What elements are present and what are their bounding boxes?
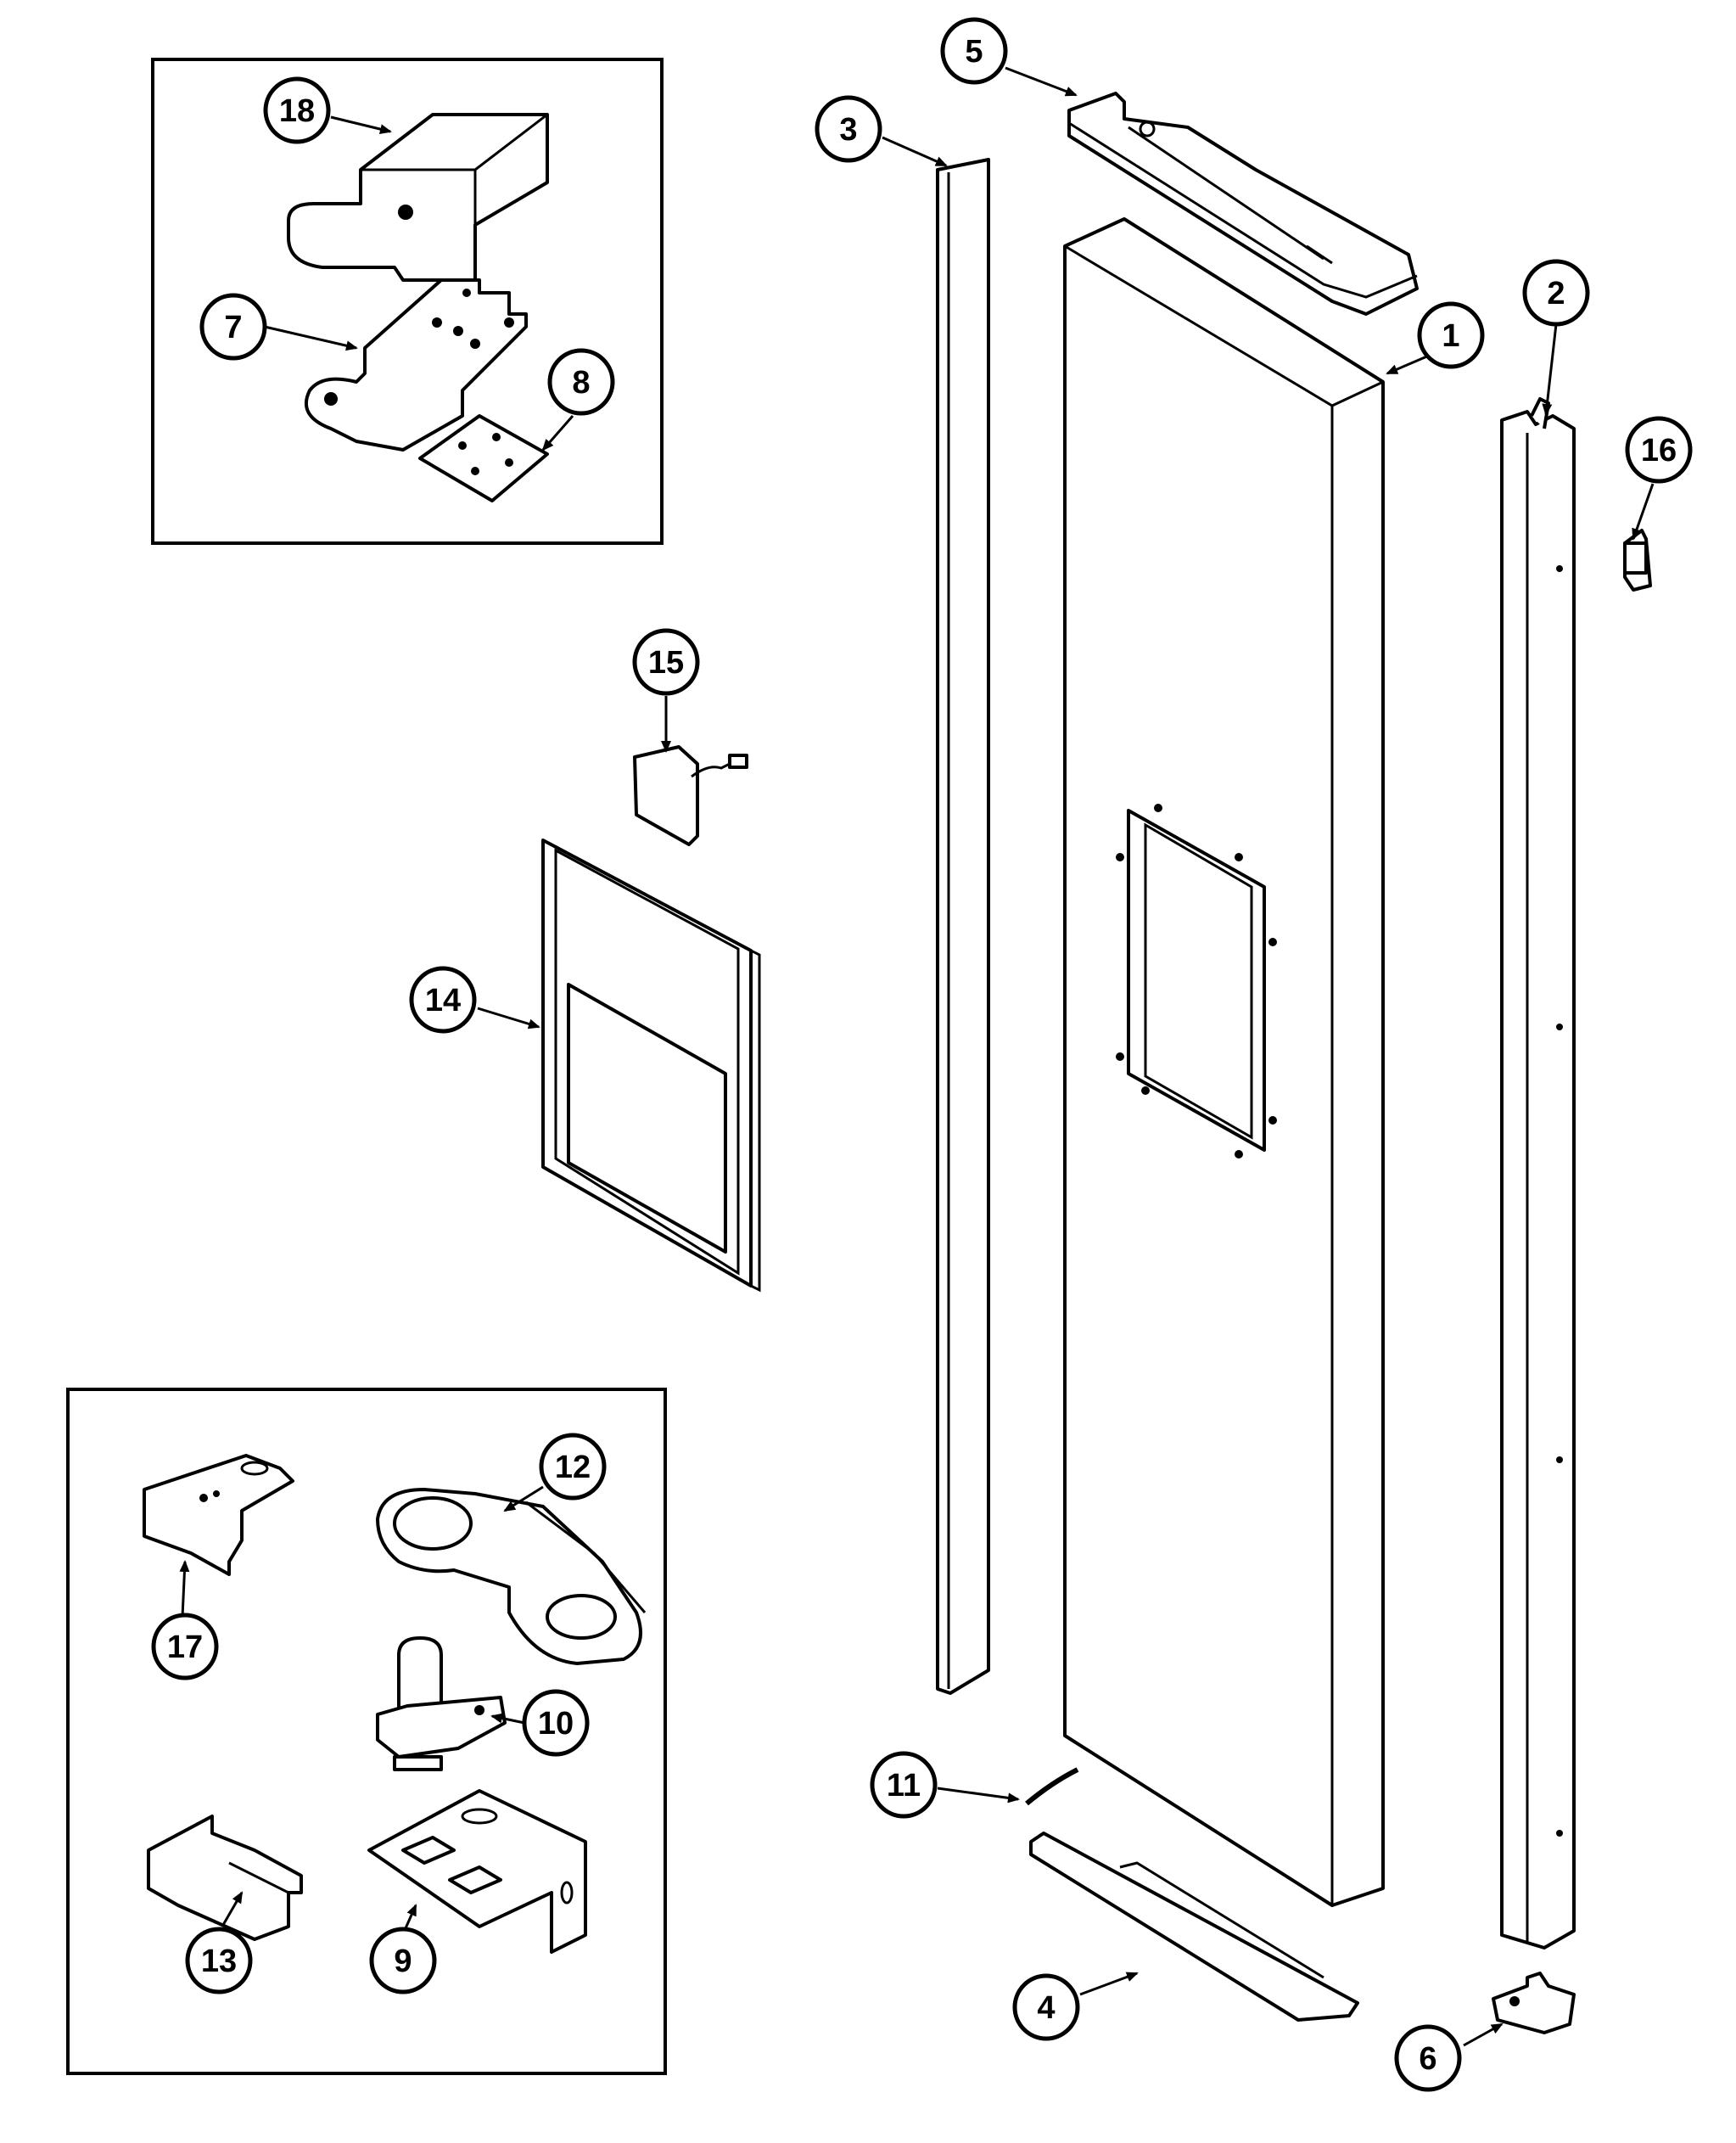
- callout-16: 16: [1625, 416, 1693, 484]
- part-2-handle-rail: [1500, 397, 1576, 1949]
- part-5-top-cap: [1067, 92, 1419, 316]
- part-1-door-panel: [1063, 217, 1385, 1907]
- callout-3-label: 3: [839, 112, 857, 148]
- callout-14: 14: [409, 966, 477, 1034]
- part-13-cover: [147, 1815, 303, 1941]
- callout-18: 18: [263, 76, 331, 144]
- callout-18-label: 18: [279, 93, 315, 129]
- part-11-gasket-clip: [1025, 1767, 1079, 1806]
- callout-7-label: 7: [224, 310, 242, 345]
- callout-5-label: 5: [965, 34, 983, 70]
- callout-6-label: 6: [1419, 2041, 1436, 2077]
- callout-5: 5: [940, 17, 1008, 85]
- callout-4: 4: [1012, 1973, 1080, 2041]
- part-18-hinge-cover: [287, 113, 549, 282]
- callout-9: 9: [369, 1927, 437, 1994]
- callout-11-label: 11: [887, 1768, 921, 1804]
- callout-8-label: 8: [572, 365, 590, 401]
- part-15-switch: [633, 745, 748, 846]
- callout-17-label: 17: [167, 1630, 203, 1665]
- callout-17: 17: [151, 1613, 219, 1680]
- part-14-dispenser-panel: [541, 839, 761, 1293]
- part-17-small-bracket: [143, 1454, 294, 1576]
- part-8-shim: [418, 414, 549, 502]
- inset-box-top: [151, 58, 664, 545]
- callout-4-label: 4: [1037, 1990, 1055, 2026]
- callout-8: 8: [547, 348, 615, 416]
- callout-2: 2: [1522, 259, 1590, 327]
- callout-14-label: 14: [425, 983, 461, 1018]
- callout-16-label: 16: [1641, 433, 1677, 468]
- callout-12: 12: [539, 1433, 607, 1501]
- part-3-trim-strip: [936, 158, 990, 1695]
- part-16-bracket: [1623, 529, 1652, 592]
- callout-15-label: 15: [648, 645, 684, 681]
- part-6-end-cap: [1492, 1972, 1576, 2034]
- callout-10: 10: [522, 1689, 590, 1757]
- callout-7: 7: [199, 293, 267, 361]
- inset-box-bottom: [66, 1388, 667, 2075]
- callout-10-label: 10: [538, 1706, 574, 1742]
- callout-13-label: 13: [201, 1944, 237, 1979]
- callout-11: 11: [870, 1751, 938, 1819]
- part-10-hinge-pin: [376, 1636, 507, 1771]
- callout-2-label: 2: [1547, 276, 1565, 311]
- callout-3: 3: [815, 95, 882, 163]
- part-4-bottom-trim: [1029, 1832, 1359, 2022]
- part-7-hinge-plate: [305, 278, 528, 452]
- part-12-hinge-bearing: [376, 1488, 647, 1665]
- callout-9-label: 9: [394, 1944, 412, 1979]
- callout-1: 1: [1417, 301, 1485, 369]
- part-9-bottom-hinge: [367, 1789, 587, 1954]
- callout-13: 13: [185, 1927, 253, 1994]
- callout-12-label: 12: [555, 1450, 591, 1485]
- callout-6: 6: [1394, 2024, 1462, 2092]
- callout-15: 15: [632, 628, 700, 696]
- callout-1-label: 1: [1442, 318, 1459, 354]
